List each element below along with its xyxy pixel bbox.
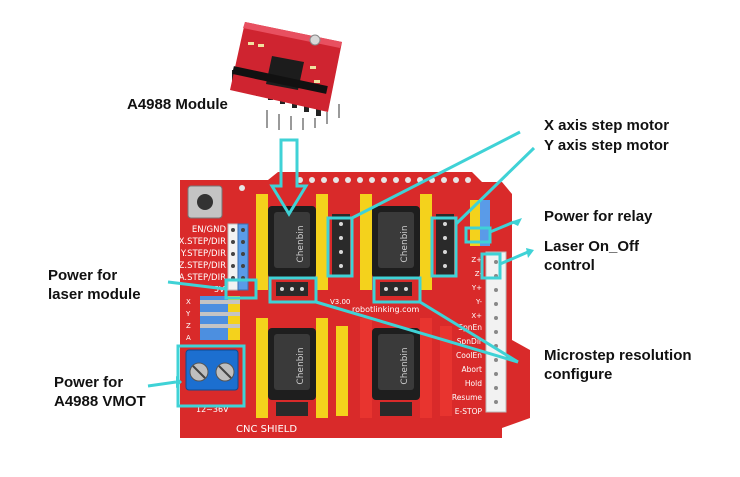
a4988-module-image (230, 22, 342, 130)
pin-label-y: Y.STEP/DIR (180, 249, 226, 259)
board-url: robotlinking.com (352, 305, 419, 314)
label-microstep: Microstep resolution (544, 347, 692, 364)
svg-text:X: X (186, 298, 191, 306)
pin-label-coolen: CoolEn (456, 351, 482, 360)
pin-label-en: EN/GND (192, 225, 227, 235)
pin-label-resume: Resume (452, 393, 482, 402)
label-y-axis-motor: Y axis step motor (544, 137, 669, 154)
svg-text:X+: X+ (471, 312, 482, 320)
label-power-vmot-name: A4988 VMOT (54, 393, 146, 410)
svg-text:Chenbin: Chenbin (296, 347, 306, 384)
svg-text:Z: Z (186, 322, 191, 330)
callouts (147, 130, 536, 408)
pin-label-spndir: SpnDir (457, 337, 483, 346)
driver-x: Chenbin (256, 194, 328, 290)
svg-text:Chenbin: Chenbin (400, 347, 410, 384)
label-x-axis-motor: X axis step motor (544, 117, 670, 134)
label-power-vmot: Power for (54, 374, 124, 391)
label-power-relay: Power for relay (544, 208, 653, 225)
svg-text:Y+: Y+ (471, 284, 482, 292)
pin-label-abort: Abort (461, 365, 482, 374)
svg-text:Y: Y (185, 310, 191, 318)
svg-text:Z-: Z- (475, 270, 483, 278)
vmot-terminal (185, 349, 239, 391)
pin-label-x: X.STEP/DIR (179, 237, 227, 247)
label-power-laser: Power for (48, 267, 118, 284)
svg-text:Z+: Z+ (471, 256, 482, 264)
svg-text:Chenbin: Chenbin (296, 225, 306, 262)
voltage-label: 12~36V (196, 405, 229, 414)
label-power-laser-module: laser module (48, 286, 141, 303)
pin-label-hold: Hold (465, 379, 482, 388)
label-microstep-configure: configure (544, 366, 613, 383)
driver-z: Chenbin (256, 318, 328, 418)
label-a4988-module: A4988 Module (127, 96, 228, 113)
board-title: CNC SHIELD (236, 424, 297, 435)
driver-a: Chenbin (360, 318, 432, 418)
pin-label-estop: E-STOP (455, 407, 483, 416)
label-laser-onoff-control: control (544, 257, 595, 274)
board-version: V3.00 (330, 298, 350, 306)
cnc-shield-board: EN/GND X.STEP/DIR Y.STEP/DIR Z.STEP/DIR … (179, 172, 530, 438)
svg-text:A: A (186, 334, 191, 342)
svg-text:Y-: Y- (475, 298, 482, 306)
svg-text:Chenbin: Chenbin (400, 225, 410, 262)
pin-label-spnen: SpnEn (458, 323, 482, 332)
pin-label-a: A.STEP/DIR (179, 273, 226, 283)
pin-label-z: Z.STEP/DIR (179, 261, 227, 271)
label-laser-onoff: Laser On_Off (544, 238, 640, 255)
driver-y: Chenbin (360, 194, 432, 290)
